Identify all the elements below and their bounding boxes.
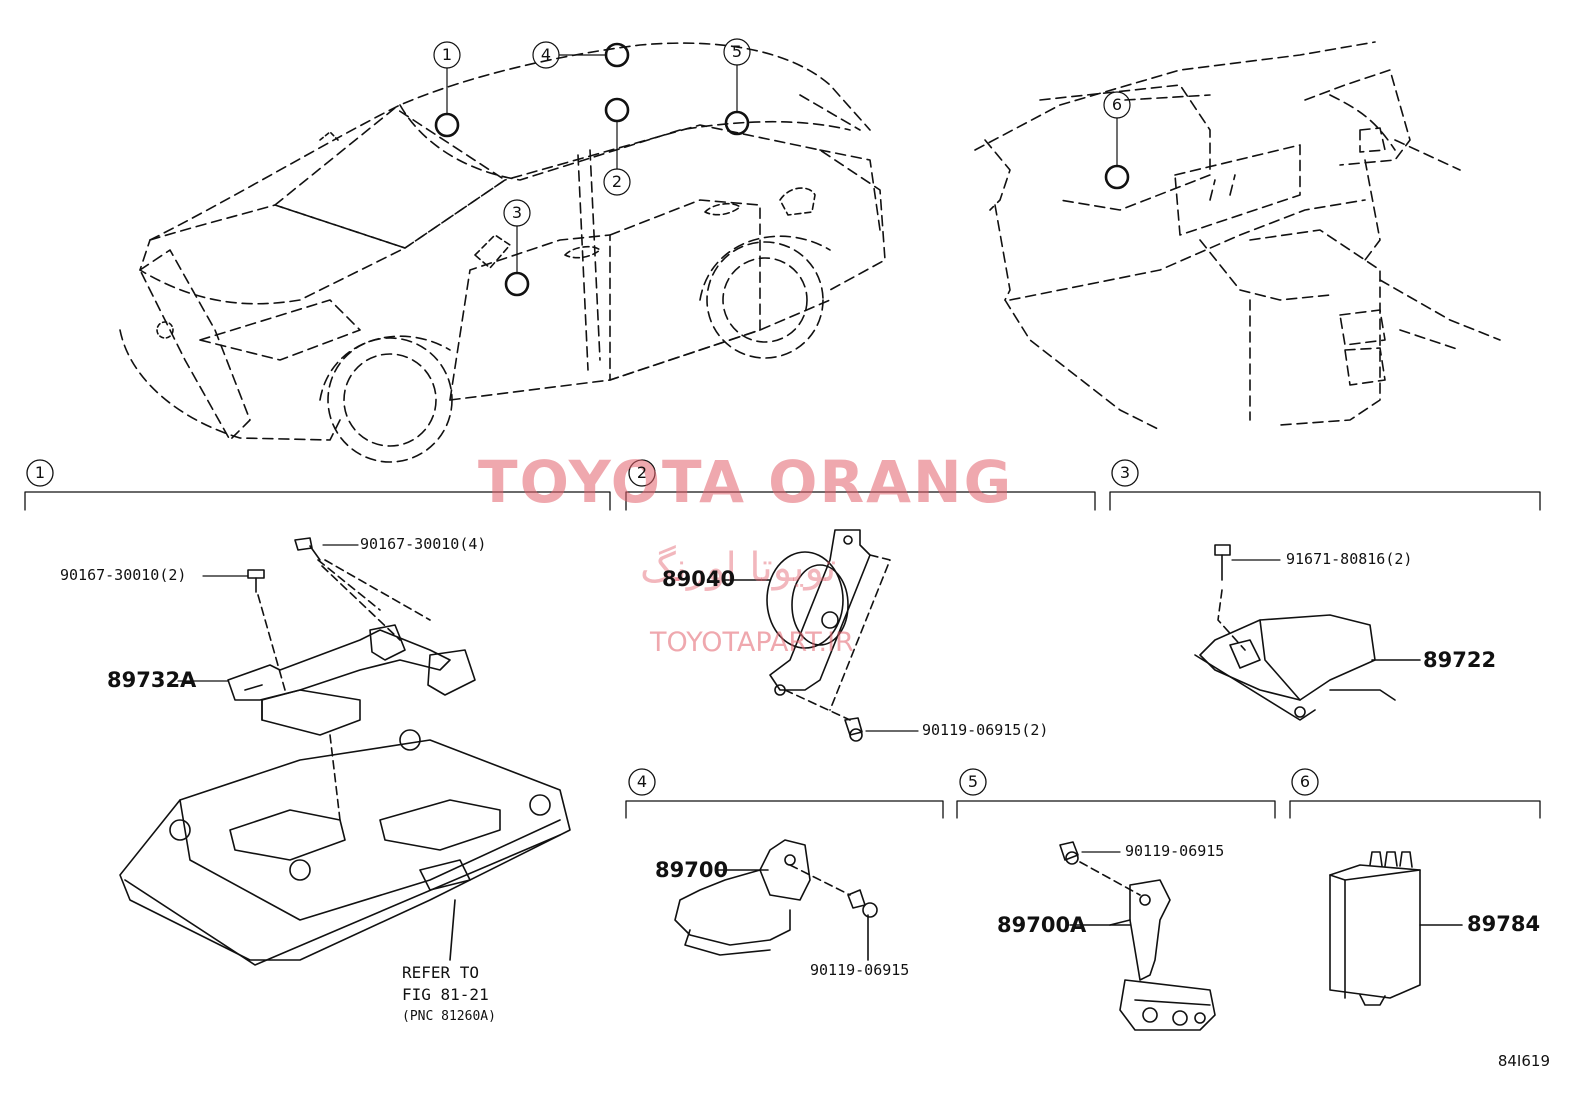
label-leaders bbox=[177, 544, 1281, 853]
callout-2: 2 bbox=[611, 172, 623, 191]
watermark-title: TOYOTA ORANG bbox=[478, 448, 1014, 516]
part-label-89700: 89700 bbox=[655, 858, 729, 882]
location-marker-1 bbox=[434, 112, 460, 138]
callouts bbox=[433, 38, 1131, 274]
callout-1: 1 bbox=[441, 45, 453, 64]
part-label-91671-80816-2: 91671-80816(2) bbox=[1286, 550, 1413, 568]
part-89040-drawing bbox=[722, 529, 891, 742]
part-label-90119-06915-2: 90119-06915(2) bbox=[922, 721, 1049, 739]
part-89700-drawing bbox=[674, 839, 878, 961]
part-label-90167-30010-4: 90167-30010(4) bbox=[360, 535, 487, 553]
refer-line-3: (PNC 81260A) bbox=[402, 1009, 496, 1024]
part-89784-drawing bbox=[1329, 851, 1463, 1006]
callout-3: 3 bbox=[511, 203, 523, 222]
section-brackets bbox=[24, 459, 1541, 819]
refer-line-1: REFER TO bbox=[402, 963, 480, 982]
watermark-arabic: تویوتا اورنگ bbox=[640, 545, 837, 591]
callout-4: 4 bbox=[540, 45, 552, 64]
location-markers bbox=[434, 42, 1130, 297]
illustration-code: 84I619 bbox=[1497, 1052, 1550, 1070]
callout-5: 5 bbox=[731, 42, 743, 61]
part-label-89784: 89784 bbox=[1467, 912, 1541, 936]
vehicle-illustration bbox=[119, 42, 886, 463]
part-label-89700A: 89700A bbox=[997, 913, 1087, 937]
refer-note: REFER TO FIG 81-21 (PNC 81260A) bbox=[402, 962, 496, 1028]
part-89722-drawing bbox=[1194, 544, 1421, 721]
part-label-89722: 89722 bbox=[1423, 648, 1497, 672]
location-marker-4 bbox=[604, 42, 630, 68]
part-label-89040: 89040 bbox=[662, 567, 736, 591]
location-marker-3 bbox=[504, 271, 530, 297]
section-index-5: 5 bbox=[967, 772, 979, 791]
part-label-89732A: 89732A bbox=[107, 668, 197, 692]
part-89732A-drawing bbox=[119, 537, 571, 966]
watermark-url: TOYOTAPART.IR bbox=[650, 627, 854, 658]
location-marker-6 bbox=[1104, 164, 1130, 190]
section-index-1: 1 bbox=[34, 463, 46, 482]
refer-line-2: FIG 81-21 bbox=[402, 985, 489, 1004]
part-label-90119-06915-s5: 90119-06915 bbox=[1125, 842, 1225, 860]
part-89700A-drawing bbox=[1059, 841, 1216, 1031]
section-index-4: 4 bbox=[636, 772, 648, 791]
section-index-3: 3 bbox=[1119, 463, 1131, 482]
dashboard-illustration bbox=[974, 41, 1501, 431]
section-index-6: 6 bbox=[1299, 772, 1311, 791]
callout-6: 6 bbox=[1111, 95, 1123, 114]
section-index-2: 2 bbox=[636, 463, 648, 482]
location-marker-2 bbox=[604, 97, 630, 123]
part-label-90167-30010-2: 90167-30010(2) bbox=[60, 566, 187, 584]
part-label-90119-06915-s4: 90119-06915 bbox=[810, 961, 910, 979]
